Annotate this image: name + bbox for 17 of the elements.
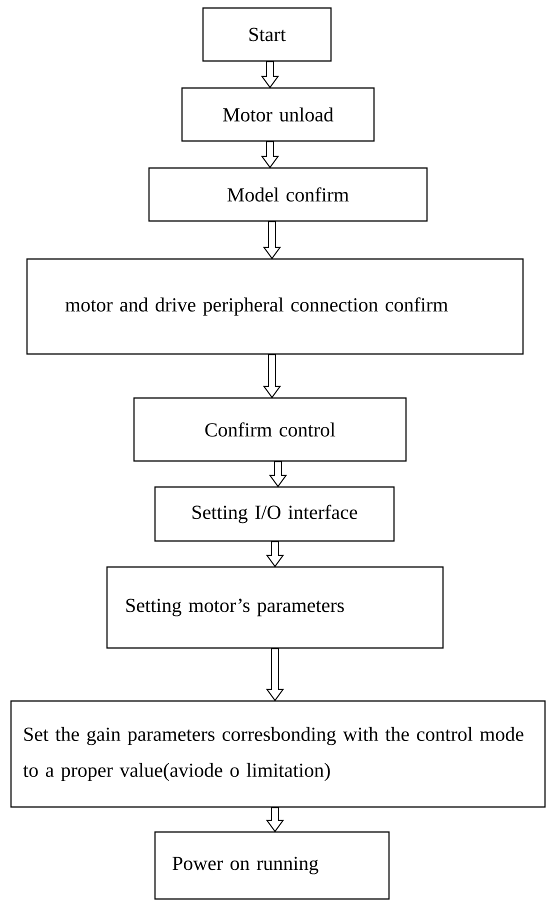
process-box: Power on running — [154, 831, 390, 900]
arrow — [266, 807, 284, 832]
arrow — [266, 648, 284, 702]
process-box: Motor unload — [181, 87, 375, 142]
arrow — [260, 61, 280, 88]
arrow — [268, 461, 288, 488]
arrow — [266, 541, 284, 568]
process-box: motor and drive peripheral connection confirm — [26, 258, 524, 355]
arrow — [262, 354, 282, 398]
process-box: Start — [202, 7, 332, 62]
process-box: Confirm control — [133, 397, 407, 462]
process-box: Setting I/O interface — [154, 486, 395, 542]
arrow — [262, 221, 282, 260]
process-box: Set the gain parameters corresbonding with the control mode to a proper value(aviode o limitation) — [10, 700, 546, 808]
process-box: Model confirm — [148, 167, 428, 222]
process-box: Setting motor’s parameters — [106, 566, 444, 649]
arrow — [260, 141, 280, 168]
